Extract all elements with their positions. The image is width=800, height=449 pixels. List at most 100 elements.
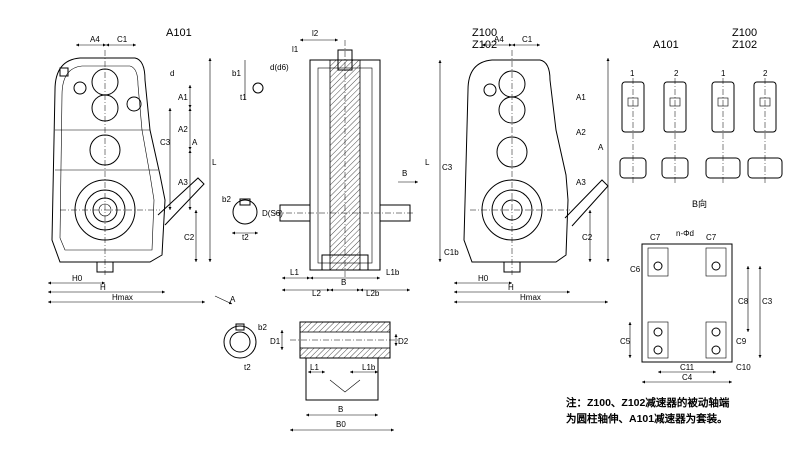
bot-dim-l1b: L1b (362, 363, 376, 372)
side-foot (321, 254, 369, 271)
z-dim-c3: C3 (442, 163, 453, 172)
dim-c1: C1 (117, 35, 128, 44)
dim-a4: A4 (90, 35, 100, 44)
hollow-foot (305, 357, 379, 401)
z-dim-a3: A3 (576, 178, 586, 187)
dim-t2: t2 (242, 233, 249, 242)
note-line-1: 注：Z100、Z102减速器的被动轴端 (566, 396, 730, 409)
base-pad-bl (647, 321, 669, 359)
z-dim-a2: A2 (576, 128, 586, 137)
dim-hmax: Hmax (112, 293, 133, 302)
a101-front-view: A101 A4 C1 (48, 27, 217, 304)
dim-c8: C8 (738, 297, 749, 306)
mount-hole-2 (711, 261, 721, 271)
dim-c7-right: C7 (706, 233, 717, 242)
z-base-foot (503, 261, 521, 273)
dim-side-l1b: L1b (386, 268, 400, 277)
z-dim-hmax: Hmax (520, 293, 541, 302)
dim-b1: b1 (232, 69, 241, 78)
base-pad-tr (705, 247, 727, 277)
mount-hole-4 (711, 327, 721, 337)
dim-c6: C6 (630, 265, 641, 274)
z-dim-c2: C2 (582, 233, 593, 242)
z-dim-a4: A4 (494, 35, 504, 44)
mount-hole-5 (653, 345, 663, 355)
bot-dim-t2: t2 (244, 363, 251, 372)
z-dim-a1: A1 (576, 93, 586, 102)
input-shaft-section (252, 82, 264, 94)
dim-c3: C3 (762, 297, 773, 306)
dim-d-d6: d(d6) (270, 63, 289, 72)
bot-dim-b: B (338, 405, 343, 414)
input-hole (73, 81, 87, 95)
view-arrow-a: A (230, 295, 236, 304)
plan-num-2b: 2 (763, 69, 768, 78)
dim-side-l2: L2 (312, 289, 321, 298)
z-dim-a: A (598, 143, 604, 152)
z100-title: Z100 (472, 27, 497, 39)
dim-c9: C9 (736, 337, 747, 346)
dim-side-b: B (341, 278, 346, 287)
hollow-shaft-outer (223, 325, 257, 359)
bottom-detail-view: b2 t2 A D1 D2 L1 L1b B B0 (214, 295, 409, 432)
housing-inner-outline (59, 65, 155, 251)
z-torque-arm (564, 179, 609, 227)
z-dim-c1: C1 (522, 35, 533, 44)
z-dim-h0: H0 (478, 274, 489, 283)
dim-c2: C2 (184, 233, 195, 242)
plan-title-z102: Z102 (732, 39, 757, 51)
dim-d-s6: D(S6) (262, 209, 283, 218)
z-gear-circle-3 (496, 136, 528, 168)
dim-c5: C5 (620, 337, 631, 346)
z-dim-h: H (508, 283, 514, 292)
base-pad-br (705, 321, 727, 359)
dim-l: L (212, 158, 217, 167)
a101-title: A101 (166, 27, 192, 39)
breather (59, 67, 69, 77)
dim-b2: b2 (222, 195, 231, 204)
z-input-hole (483, 83, 497, 97)
z-dim-c1b: C1b (444, 248, 459, 257)
bot-dim-b0: B0 (336, 420, 346, 429)
plan-num-2: 2 (674, 69, 679, 78)
plan-num-1b: 1 (721, 69, 726, 78)
aux-hole (126, 96, 142, 112)
dim-h0: H0 (72, 274, 83, 283)
side-section-view: l2 l1 b1 d(d6) t1 L1 L2 B L2b L1b B (232, 29, 418, 298)
dim-c7-left: C7 (650, 233, 661, 242)
bot-dim-d2: D2 (398, 337, 409, 346)
shaft-key-detail: b2 D(S6) t2 (222, 195, 283, 242)
note-line-2: 为圆柱轴伸、A101减速器为套装。 (566, 412, 728, 425)
bot-dim-d1: D1 (270, 337, 281, 346)
mount-hole-3 (653, 327, 663, 337)
dim-a: A (192, 138, 198, 147)
dim-l2: l2 (312, 29, 319, 38)
z100-front-view: Z100 Z102 A4 C1 A1 A2 A C3 L A3 C1b C2 H… (425, 27, 610, 304)
z-dim-l: L (425, 158, 430, 167)
bot-dim-l1: L1 (310, 363, 319, 372)
dim-h: H (100, 283, 106, 292)
bot-dim-b2: b2 (258, 323, 267, 332)
plan-direction-b: B向 (692, 198, 707, 209)
dim-side-l1: L1 (290, 268, 299, 277)
base-plate (641, 243, 733, 363)
dim-c3: C3 (160, 138, 171, 147)
hollow-shaft-inner (229, 331, 251, 353)
keyway (239, 198, 251, 206)
right-shaft (379, 204, 411, 222)
dim-c4: C4 (682, 373, 693, 382)
view-arrow-b: B (402, 169, 407, 178)
plan-title-a101: A101 (653, 39, 679, 51)
dim-n-phid: n-Φd (676, 229, 694, 238)
dim-d: d (170, 69, 174, 78)
base-foot (96, 261, 114, 273)
dim-a1: A1 (178, 93, 188, 102)
base-hole-layout: C7 n-Φd C7 C6 C8 C3 C5 C9 C11 C4 C10 (620, 229, 773, 384)
plan-num-1: 1 (630, 69, 635, 78)
housing-outline (51, 57, 166, 263)
torque-arm (157, 177, 205, 226)
dim-c10: C10 (736, 363, 751, 372)
dim-a2: A2 (178, 125, 188, 134)
note-block: 注：Z100、Z102减速器的被动轴端 为圆柱轴伸、A101减速器为套装。 (566, 396, 730, 425)
